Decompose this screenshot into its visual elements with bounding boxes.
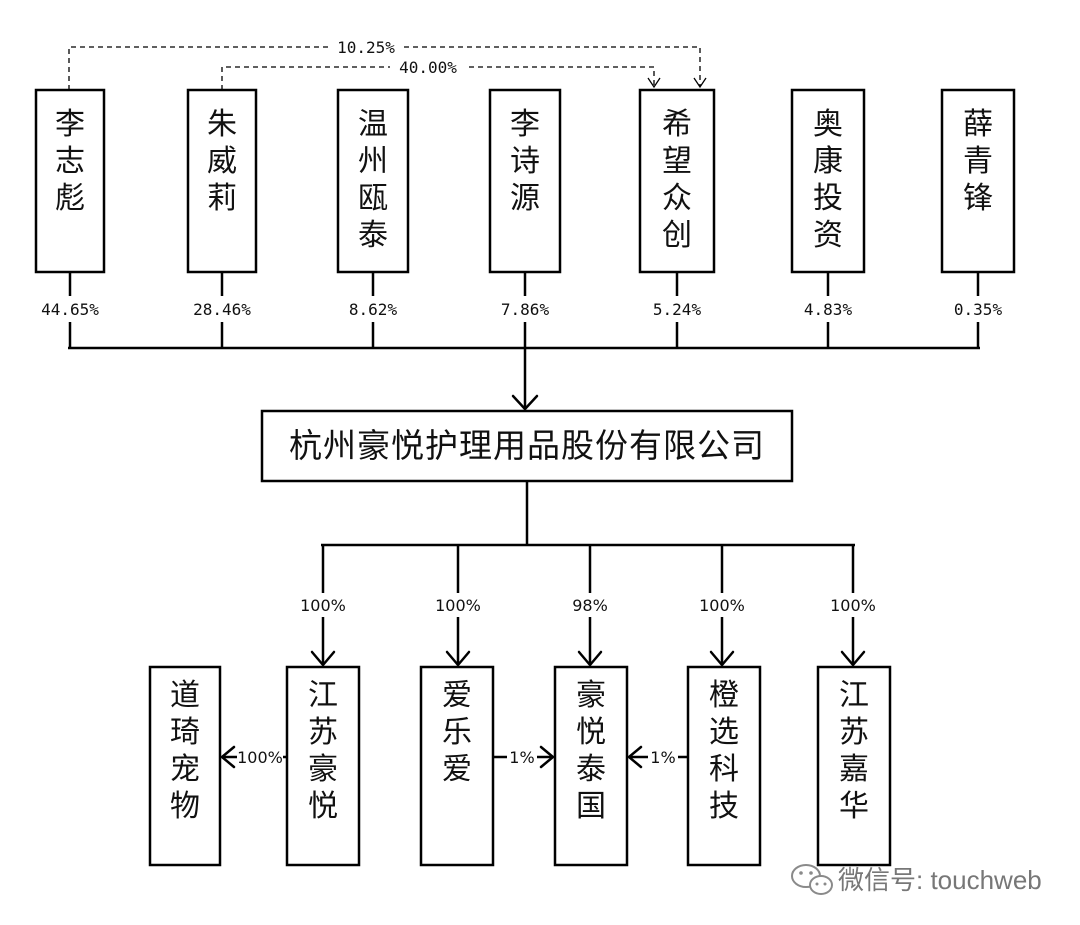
subsidiary-name-char: 物 <box>170 789 200 824</box>
subsidiary-box: 江 苏 豪 悦 <box>285 665 361 867</box>
shareholder-box: 薛 青 锋 <box>940 88 1016 274</box>
shareholder-box: 李 诗 源 <box>488 88 562 274</box>
shareholder-name-char: 康 <box>813 144 843 179</box>
shareholder-name-char: 创 <box>662 218 692 253</box>
shareholder-box: 温 州 瓯 泰 <box>336 88 410 274</box>
shareholder-name-char: 锋 <box>963 181 993 216</box>
shareholder-name-char: 朱 <box>207 107 237 142</box>
subsidiary-box: 爱 乐 爱 <box>419 665 495 867</box>
shareholder-box: 奥 康 投 资 <box>790 88 866 274</box>
subsidiary-pct: 100% <box>300 596 346 615</box>
shareholder-pct: 28.46% <box>193 300 251 319</box>
indirect-label-2: 40.00% <box>399 58 457 77</box>
shareholder-name-char: 州 <box>358 144 388 179</box>
subsidiary-name-char: 豪 <box>308 752 338 787</box>
holding-pct: 100% <box>237 748 283 767</box>
subsidiary-name-char: 悦 <box>308 789 338 824</box>
main-company-box: 杭州豪悦护理用品股份有限公司 <box>260 409 794 483</box>
subsidiary-name-char: 豪 <box>576 678 606 713</box>
holding-arrow-chengxuan: 1% <box>627 745 688 769</box>
subsidiary-name-char: 苏 <box>308 715 338 750</box>
shareholder-name-char: 志 <box>55 144 85 179</box>
shareholder-box: 朱 威 莉 <box>186 88 258 274</box>
subsidiary-name-char: 江 <box>308 678 338 713</box>
shareholder-name-char: 李 <box>55 107 85 142</box>
shareholder-pct: 5.24% <box>653 300 702 319</box>
shareholder-pct: 44.65% <box>41 300 99 319</box>
shareholder-connectors <box>68 272 980 411</box>
indirect-label-1: 10.25% <box>337 38 395 57</box>
shareholder-name-char: 希 <box>662 107 692 142</box>
holding-arrow-aileai: 1% <box>493 745 555 769</box>
indirect-link-2: 40.00% <box>221 57 661 90</box>
shareholder-name-char: 青 <box>963 144 993 179</box>
subsidiary-name-char: 选 <box>709 715 739 750</box>
shareholder-name-char: 望 <box>662 144 692 179</box>
subsidiary-name-char: 华 <box>839 789 869 824</box>
shareholder-name-char: 瓯 <box>358 181 388 216</box>
subsidiary-connectors <box>310 481 866 667</box>
shareholder-pct: 0.35% <box>954 300 1003 319</box>
subsidiary-name-char: 乐 <box>442 715 472 750</box>
shareholder-name-char: 泰 <box>358 218 388 253</box>
shareholder-name-char: 莉 <box>207 181 237 216</box>
subsidiary-name-char: 道 <box>170 678 200 713</box>
subsidiary-name-char: 技 <box>709 789 739 824</box>
subsidiary-name-char: 泰 <box>576 752 606 787</box>
subsidiary-pct: 98% <box>572 596 608 615</box>
holding-pct: 1% <box>509 748 534 767</box>
subsidiary-box: 豪 悦 泰 国 <box>553 665 629 867</box>
holding-arrow-daoqi: 100% <box>220 745 287 769</box>
shareholder-name-char: 李 <box>510 107 540 142</box>
shareholder-name-char: 奥 <box>813 107 843 142</box>
indirect-link-1: 10.25% <box>68 37 707 90</box>
subsidiary-box: 江 苏 嘉 华 <box>816 665 892 867</box>
subsidiary-pct: 100% <box>830 596 876 615</box>
shareholder-name-char: 资 <box>813 218 843 253</box>
shareholder-name-char: 众 <box>662 181 692 216</box>
subsidiary-name-char: 苏 <box>839 715 869 750</box>
shareholder-name-char: 源 <box>510 181 540 216</box>
shareholder-box: 希 望 众 创 <box>638 88 716 274</box>
subsidiary-name-char: 国 <box>576 789 606 824</box>
subsidiary-pct: 100% <box>699 596 745 615</box>
subsidiary-box: 道 琦 宠 物 <box>148 665 222 867</box>
watermark: 微信号: touchweb <box>791 864 1042 895</box>
subsidiary-name-char: 爱 <box>442 678 472 713</box>
wechat-icon <box>791 864 833 895</box>
subsidiary-box: 橙 选 科 技 <box>686 665 762 867</box>
subsidiary-name-char: 爱 <box>442 752 472 787</box>
shareholder-box: 李 志 彪 <box>34 88 106 274</box>
shareholder-pct: 7.86% <box>501 300 550 319</box>
subsidiary-name-char: 宠 <box>170 752 200 787</box>
holding-pct: 1% <box>650 748 675 767</box>
shareholder-name-char: 薛 <box>963 107 993 142</box>
shareholder-name-char: 威 <box>207 144 237 179</box>
shareholder-pct: 8.62% <box>349 300 398 319</box>
shareholder-name-char: 诗 <box>510 144 540 179</box>
main-company-name: 杭州豪悦护理用品股份有限公司 <box>289 426 765 465</box>
shareholder-pct: 4.83% <box>804 300 853 319</box>
shareholder-name-char: 彪 <box>55 181 85 216</box>
subsidiary-name-char: 悦 <box>576 715 606 750</box>
watermark-text: 微信号: touchweb <box>838 865 1042 895</box>
subsidiary-name-char: 科 <box>709 752 739 787</box>
subsidiary-name-char: 嘉 <box>839 752 869 787</box>
subsidiary-name-char: 琦 <box>170 715 200 750</box>
subsidiary-name-char: 橙 <box>709 678 739 713</box>
subsidiary-name-char: 江 <box>839 678 869 713</box>
shareholder-name-char: 投 <box>813 181 843 216</box>
shareholder-name-char: 温 <box>358 107 388 142</box>
subsidiary-pct: 100% <box>435 596 481 615</box>
